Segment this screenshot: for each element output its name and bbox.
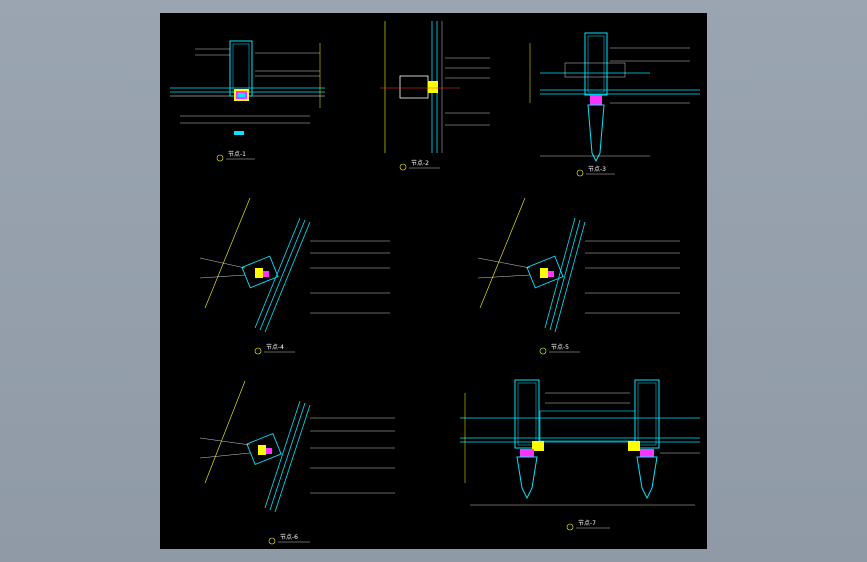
detail-title-2: 节点-2 <box>411 159 429 167</box>
detail-title-5: 节点-5 <box>551 343 569 351</box>
detail-3: 节点-3 <box>529 32 700 177</box>
detail-7: 节点-7 <box>460 379 700 531</box>
detail-6: 节点-6 <box>199 380 395 545</box>
detail-5: 节点-5 <box>477 197 680 355</box>
detail-title-4: 节点-4 <box>266 343 284 351</box>
detail-title-1: 节点-1 <box>228 150 246 158</box>
detail-title-3: 节点-3 <box>588 165 606 173</box>
detail-4: 节点-4 <box>199 197 390 355</box>
detail-2: 节点-2 <box>380 21 490 171</box>
cad-drawing: 节点-1 节点-2 节点-3 <box>170 21 700 545</box>
detail-1: 节点-1 <box>170 40 325 162</box>
cad-drawing-sheet[interactable]: 节点-1 节点-2 节点-3 <box>160 13 707 549</box>
detail-title-6: 节点-6 <box>280 533 298 541</box>
detail-title-7: 节点-7 <box>578 519 596 527</box>
